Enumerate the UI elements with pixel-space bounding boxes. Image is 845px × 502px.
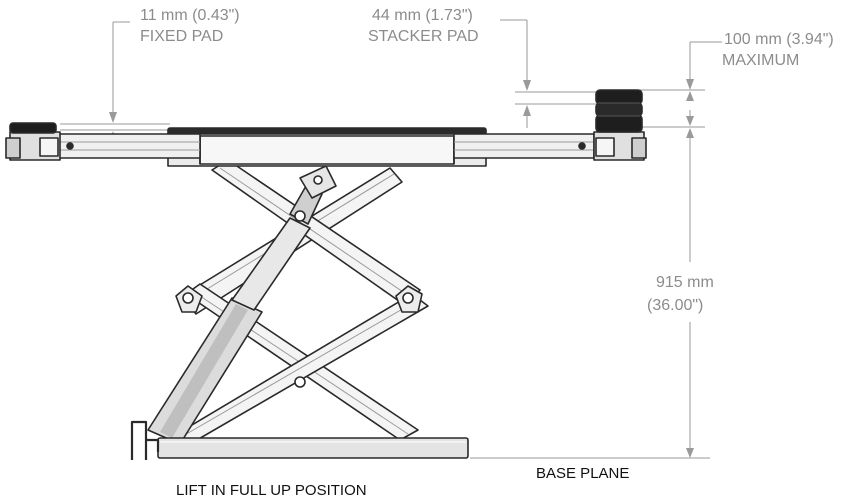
caption: LIFT IN FULL UP POSITION	[176, 482, 367, 497]
dimension-lines	[60, 19, 722, 459]
right-extension-arm	[453, 133, 595, 159]
right-pad-housing	[593, 131, 647, 161]
fixed-pad	[9, 122, 57, 134]
stacker-pad-label: STACKER PAD	[368, 28, 479, 45]
top-deck	[167, 127, 487, 167]
stacker-pad-value: 44 mm (1.73")	[372, 7, 473, 24]
cylinder-bracket	[299, 165, 337, 199]
left-pad-housing	[5, 131, 61, 161]
maximum-value: 100 mm (3.94")	[724, 31, 834, 48]
maximum-label: MAXIMUM	[722, 52, 799, 69]
stacker-pad	[595, 89, 643, 133]
left-extension-arm	[57, 133, 201, 159]
fixed-pad-value: 11 mm (0.43")	[140, 7, 240, 24]
base-handle	[130, 420, 160, 460]
height-in-label: (36.00")	[647, 297, 703, 314]
fixed-pad-label: FIXED PAD	[140, 28, 223, 45]
lift-structure	[5, 89, 647, 460]
base-plane-label: BASE PLANE	[536, 465, 629, 482]
pivot-pins	[182, 210, 414, 388]
base-frame	[157, 437, 469, 459]
height-mm-label: 915 mm	[656, 274, 714, 291]
